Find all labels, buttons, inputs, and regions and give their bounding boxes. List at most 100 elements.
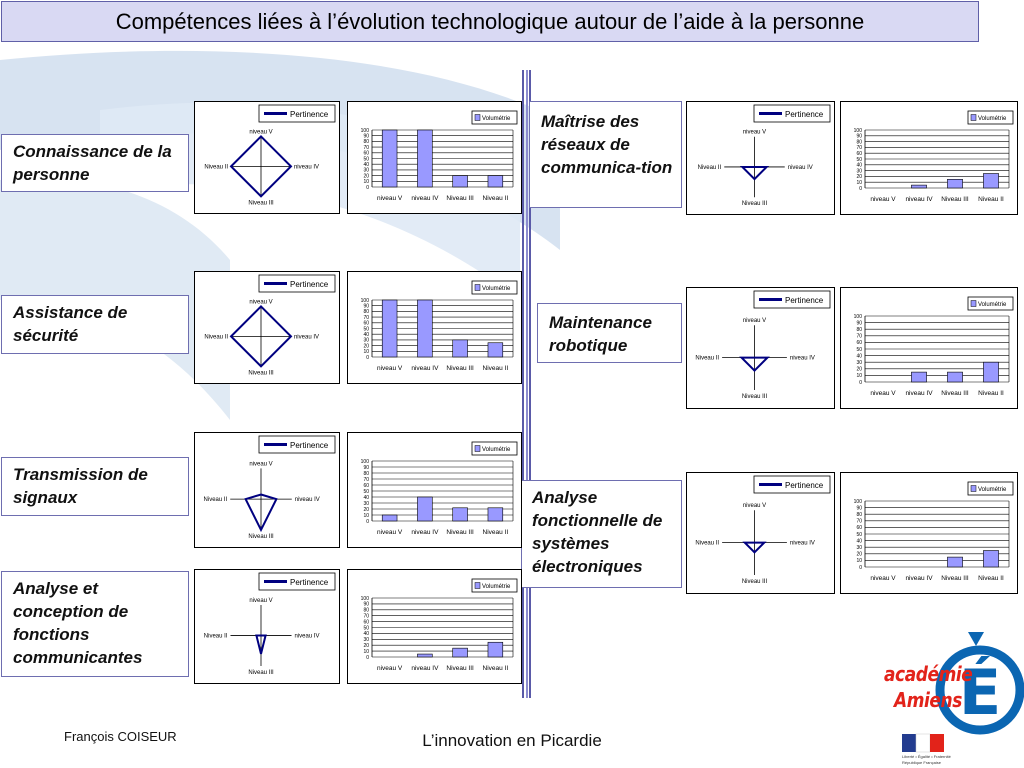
x-tick-label: Niveau III — [446, 529, 474, 536]
label-analyse-conception: Analyse et conception de fonctions commu… — [1, 571, 189, 677]
legend-label: Volumétrie — [482, 116, 511, 122]
y-tick-label: 20 — [856, 174, 862, 180]
logo-motto: Liberté • Égalité • Fraternité — [902, 754, 951, 759]
legend-label: Pertinence — [290, 110, 329, 119]
radar-axis-label-v: niveau V — [249, 129, 272, 135]
legend: Volumétrie — [967, 481, 1014, 496]
legend-swatch — [970, 300, 977, 307]
radar-axis-label-iii: Niveau III — [248, 534, 274, 540]
y-tick-label: 0 — [859, 186, 862, 192]
y-tick-label: 80 — [363, 471, 369, 477]
y-tick-label: 100 — [854, 314, 863, 320]
x-tick-label: Niveau III — [446, 365, 474, 372]
y-tick-label: 70 — [363, 315, 369, 321]
y-tick-label: 80 — [363, 139, 369, 145]
y-tick-label: 70 — [856, 519, 862, 525]
radar-axis-label-ii: Niveau II — [204, 497, 228, 503]
x-tick-label: niveau V — [377, 365, 403, 372]
y-tick-label: 90 — [363, 134, 369, 140]
y-tick-label: 80 — [363, 309, 369, 315]
legend-box — [967, 481, 1014, 496]
radar-axis-label-ii: Niveau II — [695, 356, 719, 362]
radar-axis-label-iii: Niveau III — [742, 579, 768, 585]
legend-box — [258, 104, 336, 123]
bar-3 — [983, 173, 999, 189]
radar-series-pertinence — [255, 634, 267, 655]
bar-0 — [381, 299, 398, 358]
x-tick-label: Niveau II — [978, 575, 1004, 582]
y-tick-label: 60 — [363, 483, 369, 489]
y-tick-label: 100 — [361, 298, 370, 304]
y-tick-label: 0 — [366, 355, 369, 361]
x-tick-label: niveau IV — [905, 575, 933, 582]
y-tick-label: 10 — [363, 179, 369, 185]
radar-axis-label-v: niveau V — [743, 503, 766, 509]
radar-axis-label-iv: niveau IV — [788, 165, 813, 171]
label-transmission-signaux: Transmission de signaux — [1, 457, 189, 516]
y-tick-label: 90 — [856, 505, 862, 511]
bar-2 — [452, 339, 468, 358]
radar-axis-label-iii: Niveau III — [248, 670, 274, 676]
y-tick-label: 90 — [363, 304, 369, 310]
radar-axis-label-ii: Niveau II — [698, 165, 722, 171]
y-tick-label: 10 — [363, 513, 369, 519]
radar-axis-label-iv: niveau IV — [294, 334, 319, 340]
legend-box — [258, 435, 336, 454]
bar-3 — [487, 641, 504, 658]
y-tick-label: 50 — [856, 347, 862, 353]
y-tick-label: 50 — [856, 532, 862, 538]
x-tick-label: niveau IV — [905, 196, 933, 203]
y-tick-label: 70 — [363, 477, 369, 483]
legend-label: Pertinence — [290, 441, 329, 450]
legend: Pertinence — [258, 435, 336, 454]
y-tick-label: 60 — [363, 619, 369, 625]
legend-box — [753, 475, 831, 494]
y-tick-label: 30 — [363, 501, 369, 507]
academie-amiens-logo: É académie Amiens Liberté • Égalité • Fr… — [880, 626, 1024, 768]
footer-title: L’innovation en Picardie — [422, 731, 602, 750]
y-tick-label: 20 — [363, 343, 369, 349]
radar-axis-label-v: niveau V — [249, 299, 272, 305]
y-tick-label: 10 — [363, 649, 369, 655]
radar-axis-label-ii: Niveau II — [204, 164, 228, 170]
radar-series-pertinence — [229, 134, 293, 198]
bar-1 — [417, 299, 433, 358]
y-tick-label: 100 — [854, 128, 863, 134]
x-tick-label: niveau V — [870, 196, 896, 203]
logo-academie-text: académie — [884, 662, 973, 686]
radar-axis-label-iv: niveau IV — [790, 356, 815, 362]
x-tick-label: Niveau II — [483, 529, 509, 536]
y-tick-label: 20 — [363, 173, 369, 179]
y-tick-label: 40 — [856, 538, 862, 544]
y-tick-label: 80 — [856, 327, 862, 333]
y-tick-label: 60 — [363, 151, 369, 157]
legend-label: Pertinence — [290, 578, 329, 587]
bar-1 — [417, 129, 433, 188]
legend-label: Pertinence — [290, 280, 329, 289]
x-tick-label: niveau V — [377, 665, 403, 672]
radar-series-pertinence — [739, 165, 770, 181]
legend-swatch — [474, 582, 481, 589]
label-assistance-securite: Assistance de sécurité — [1, 295, 189, 354]
legend: Volumétrie — [471, 441, 518, 456]
y-tick-label: 0 — [366, 655, 369, 661]
bar-2 — [947, 179, 963, 189]
y-tick-label: 50 — [363, 156, 369, 162]
legend-box — [967, 296, 1014, 311]
legend-label: Volumétrie — [978, 302, 1007, 308]
y-tick-label: 0 — [859, 380, 862, 386]
